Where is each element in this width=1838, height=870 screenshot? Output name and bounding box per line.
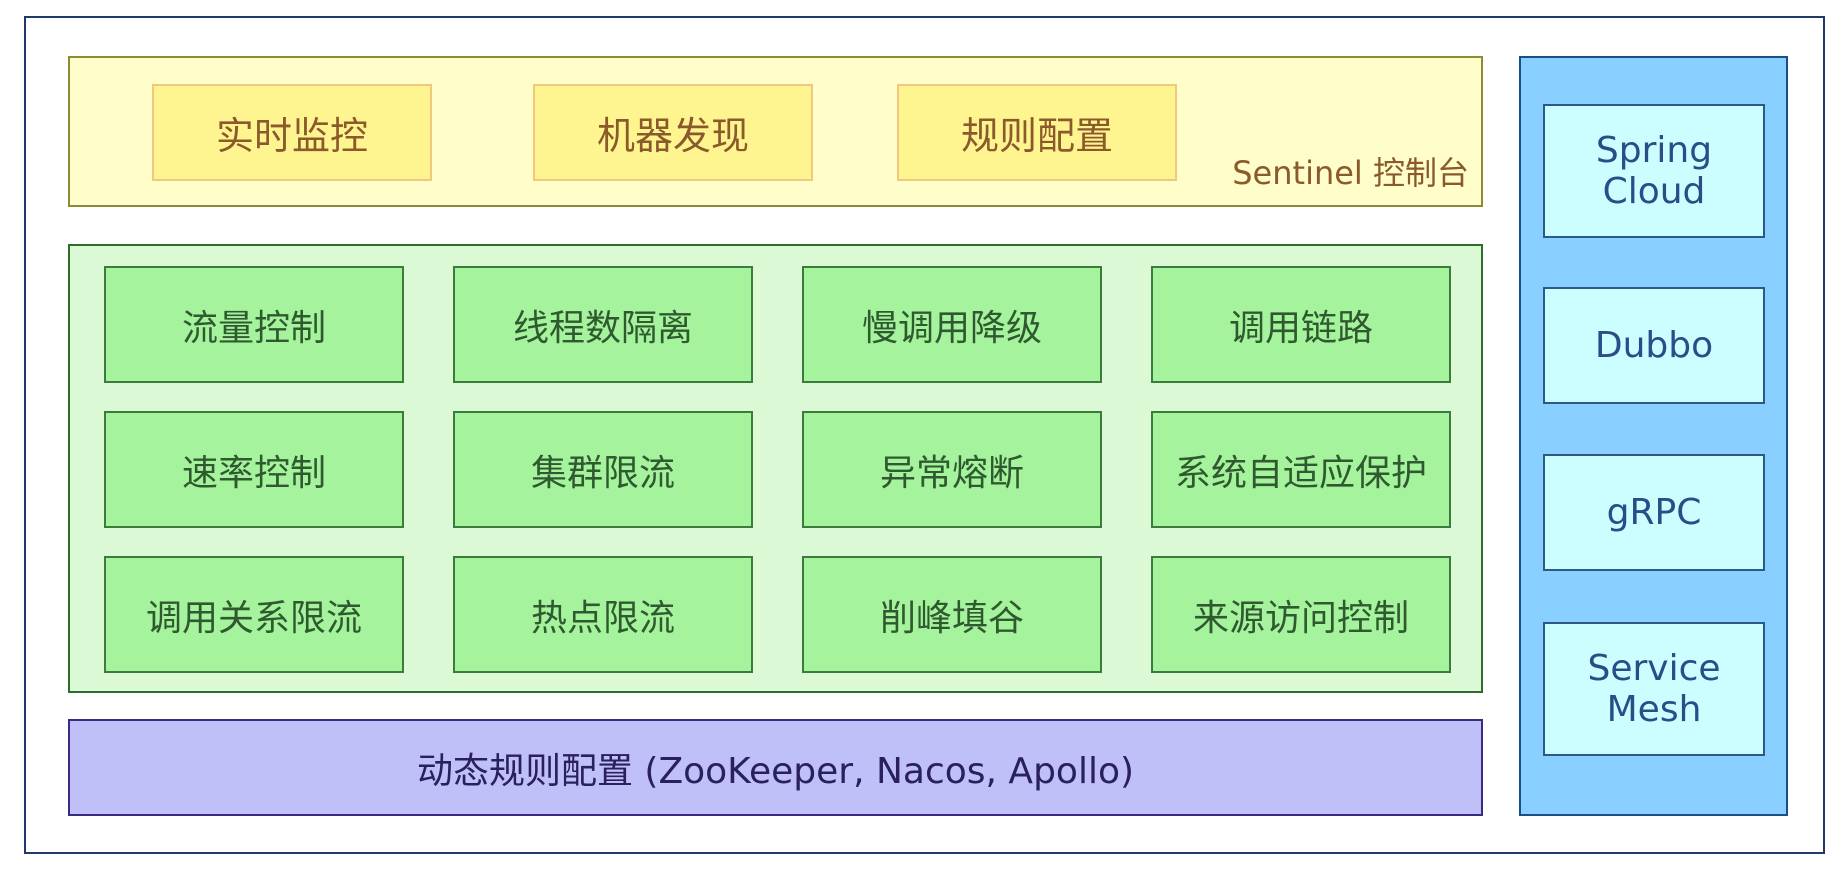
feature-cluster-limiting: 集群限流 — [453, 411, 753, 528]
console-item-realtime-monitoring: 实时监控 — [152, 84, 432, 181]
adapter-spring-cloud: Spring Cloud — [1543, 104, 1765, 238]
adapters-panel: Spring Cloud Dubbo gRPC Service Mesh — [1519, 56, 1788, 816]
console-item-rule-configuration: 规则配置 — [897, 84, 1177, 181]
console-panel-label: Sentinel 控制台 — [1232, 154, 1469, 192]
sentinel-console-panel: 实时监控 机器发现 规则配置 Sentinel 控制台 — [68, 56, 1483, 207]
feature-slow-call-degrade: 慢调用降级 — [802, 266, 1102, 383]
adapter-grpc: gRPC — [1543, 454, 1765, 571]
dynamic-rule-config-bar: 动态规则配置 (ZooKeeper, Nacos, Apollo) — [68, 719, 1483, 816]
adapter-dubbo: Dubbo — [1543, 287, 1765, 404]
feature-system-adaptive-protection: 系统自适应保护 — [1151, 411, 1451, 528]
feature-flow-control: 流量控制 — [104, 266, 404, 383]
feature-peak-shaving: 削峰填谷 — [802, 556, 1102, 673]
feature-call-chain: 调用链路 — [1151, 266, 1451, 383]
feature-rate-control: 速率控制 — [104, 411, 404, 528]
feature-relation-limiting: 调用关系限流 — [104, 556, 404, 673]
feature-origin-access-control: 来源访问控制 — [1151, 556, 1451, 673]
adapter-service-mesh: Service Mesh — [1543, 622, 1765, 756]
features-panel: 流量控制 线程数隔离 慢调用降级 调用链路 速率控制 集群限流 异常熔断 系统自… — [68, 244, 1483, 693]
feature-exception-circuit-breaking: 异常熔断 — [802, 411, 1102, 528]
console-item-machine-discovery: 机器发现 — [533, 84, 813, 181]
feature-thread-isolation: 线程数隔离 — [453, 266, 753, 383]
feature-hotspot-limiting: 热点限流 — [453, 556, 753, 673]
